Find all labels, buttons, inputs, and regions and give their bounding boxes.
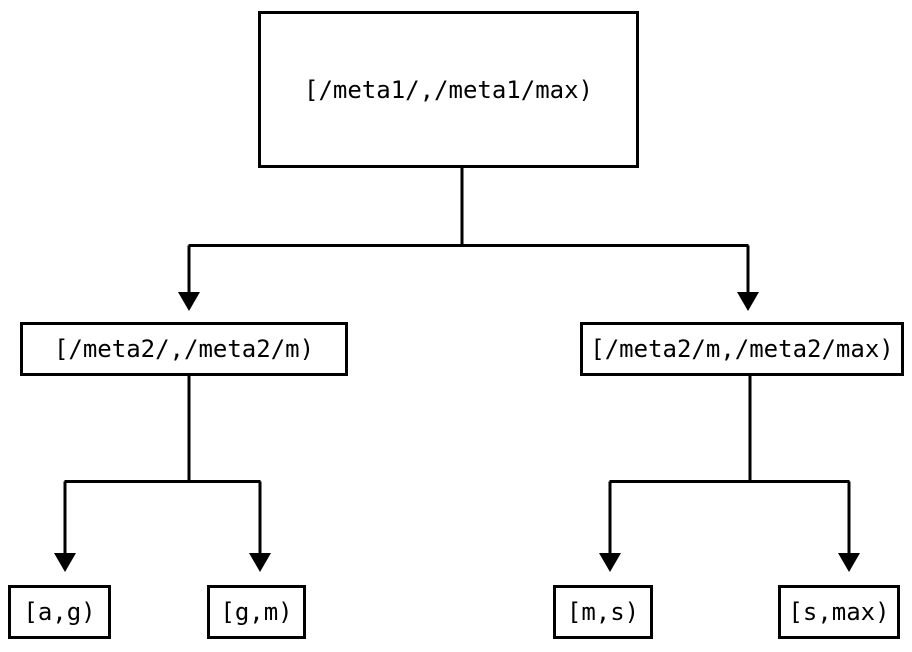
node-leaf-m-s[interactable]: [m,s) — [553, 585, 653, 639]
arrowhead-root-to-mid-right — [737, 292, 759, 311]
node-leaf-s-max[interactable]: [s,max) — [778, 585, 900, 639]
node-mid-left[interactable]: [/meta2/,/meta2/m) — [20, 322, 348, 376]
node-mid-right[interactable]: [/meta2/m,/meta2/max) — [580, 322, 904, 376]
node-leaf-g-m[interactable]: [g,m) — [207, 585, 306, 639]
arrowhead-mid-left-to-leaf-2 — [249, 553, 271, 572]
node-root[interactable]: [/meta1/,/meta1/max) — [258, 11, 639, 168]
arrowhead-mid-left-to-leaf-1 — [54, 553, 76, 572]
arrowhead-mid-right-to-leaf-4 — [838, 553, 860, 572]
arrowhead-root-to-mid-left — [178, 292, 200, 311]
node-leaf-a-g[interactable]: [a,g) — [8, 585, 111, 639]
arrowhead-mid-right-to-leaf-3 — [599, 553, 621, 572]
